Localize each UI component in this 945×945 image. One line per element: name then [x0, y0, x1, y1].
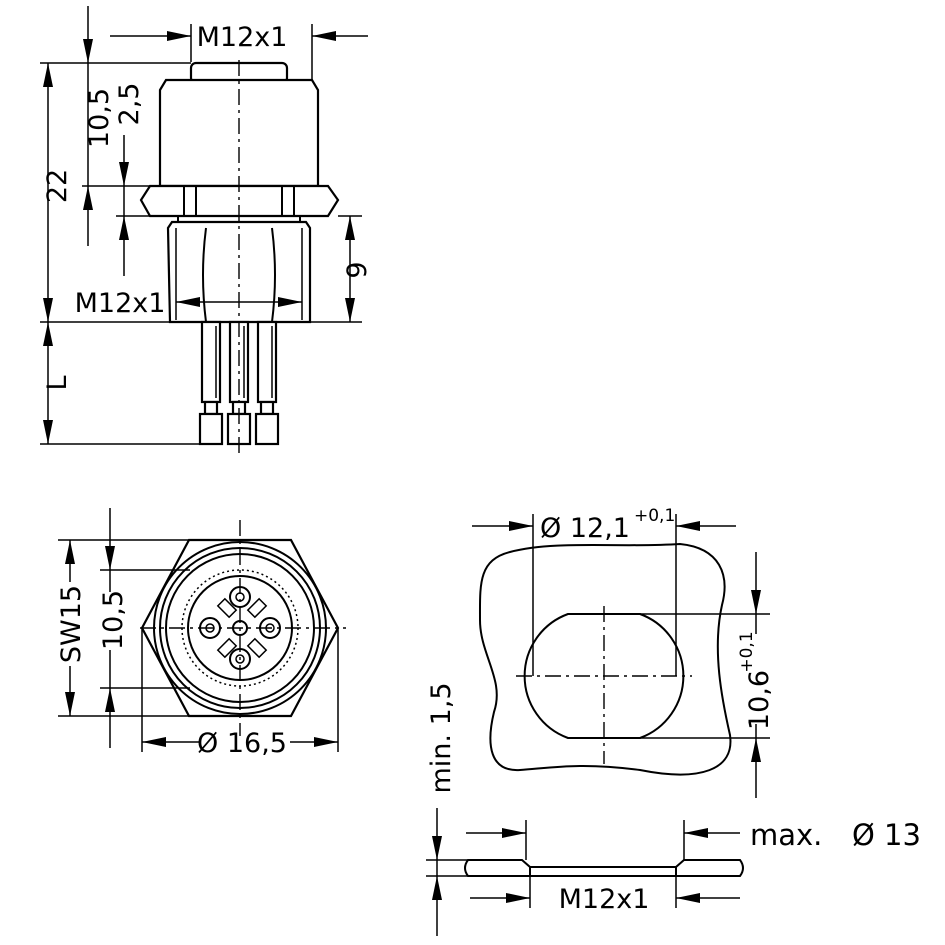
dim-front-diameter: Ø 16,5: [197, 728, 287, 759]
dim-top-thread: M12x1: [197, 22, 288, 53]
panel-left-section: [464, 859, 531, 877]
dim-cutout-flat: 10,6: [744, 670, 775, 730]
dim-sw15: SW15: [56, 585, 87, 663]
panel-right-section: [675, 859, 744, 877]
side-view: M12x1 10,5 2,5 22 L 9: [40, 6, 373, 458]
dim-9: 9: [342, 261, 373, 278]
dim-panel-max-label: max.: [750, 818, 822, 852]
dim-panel-thread: M12x1: [559, 884, 650, 915]
hex-nut: [139, 184, 340, 218]
dim-cutout-diameter-tol: +0,1: [634, 506, 675, 526]
dim-pin-length: L: [42, 375, 73, 390]
dim-front-10-5: 10,5: [98, 590, 129, 650]
dim-22: 22: [42, 169, 73, 203]
dim-panel-min: min. 1,5: [426, 682, 457, 793]
dim-10-5: 10,5: [84, 88, 115, 148]
dim-2-5: 2,5: [114, 83, 145, 126]
panel-outline: [478, 542, 732, 776]
panel-cutout-view: Ø 12,1 +0,1 10,6 +0,1: [472, 506, 776, 798]
dim-panel-max-value: Ø 13: [852, 818, 921, 852]
front-view: SW15 10,5 Ø 16,5: [54, 508, 346, 759]
panel-section-view: max. Ø 13 M12x1 min. 1,5: [426, 682, 921, 936]
dim-cutout-flat-tol: +0,1: [737, 631, 757, 672]
dim-body-thread: M12x1: [75, 288, 166, 319]
dim-cutout-diameter: Ø 12,1: [540, 513, 630, 544]
